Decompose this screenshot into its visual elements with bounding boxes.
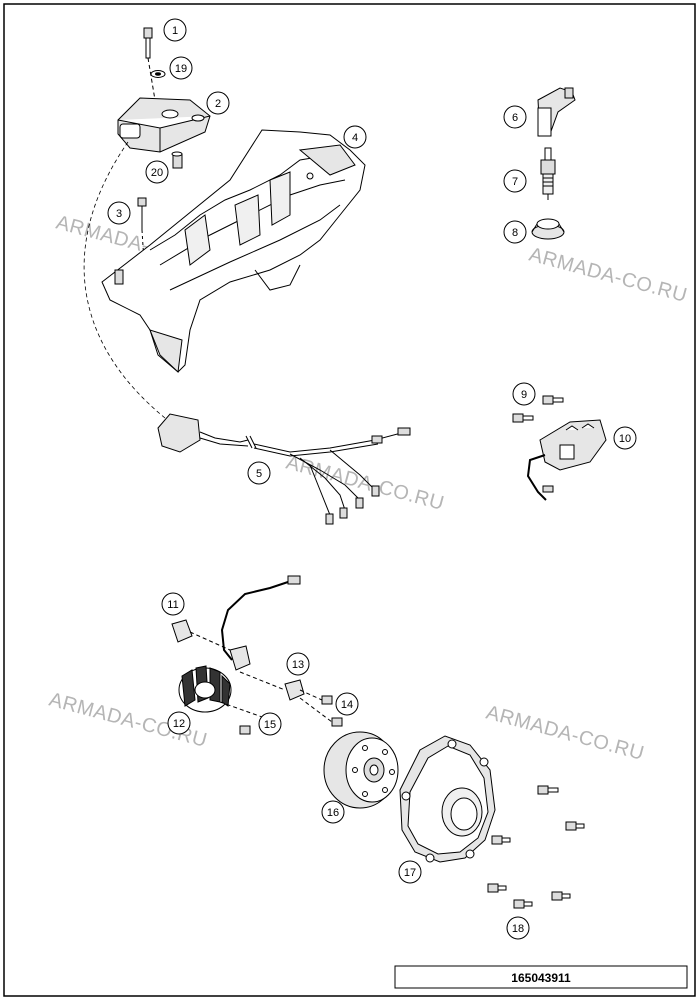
callout-circle: [169, 56, 193, 80]
part-housing-4: [101, 129, 366, 374]
callout-circle: [206, 91, 230, 115]
diagram-border: [3, 3, 696, 997]
part-screws-14: [299, 689, 343, 727]
callout-label: 13: [292, 659, 304, 671]
watermark: ARMADA-CO.RU: [527, 244, 690, 307]
part-wiring-harness-5: [157, 413, 411, 525]
callout-label: 4: [352, 132, 358, 144]
callout-15: 15: [258, 712, 282, 736]
callout-13: 13: [286, 652, 310, 676]
callout-label: 5: [256, 468, 262, 480]
part-code-box: 165043911: [394, 965, 688, 989]
callout-label: 20: [151, 167, 163, 179]
callout-circle: [321, 800, 345, 824]
callout-circle: [145, 160, 169, 184]
callout-circle: [503, 105, 527, 129]
connection-line: [83, 141, 166, 419]
callout-circle: [163, 18, 187, 42]
callout-label: 10: [619, 433, 631, 445]
callout-label: 11: [167, 599, 178, 611]
callout-17: 17: [398, 860, 422, 884]
watermark: ARMADA-CO.RU: [284, 452, 447, 515]
callout-label: 7: [512, 176, 518, 188]
callout-14: 14: [335, 692, 359, 716]
callout-circle: [167, 711, 191, 735]
callout-12: 12: [167, 711, 191, 735]
part-bolt-1: [143, 27, 161, 131]
callout-20: 20: [145, 160, 169, 184]
part-spark-plug-cap-6: [537, 87, 576, 137]
part-ignition-cover-17: [399, 735, 496, 863]
part-stator-cable-11: [171, 575, 301, 671]
callout-circle: [398, 860, 422, 884]
part-cdi-2: [117, 97, 211, 153]
part-stator-12: [178, 665, 266, 719]
callout-label: 16: [327, 807, 339, 819]
part-bushing-20: [171, 151, 183, 169]
callout-label: 6: [512, 112, 518, 124]
callout-19: 19: [169, 56, 193, 80]
callout-circle: [503, 169, 527, 193]
part-seal-8: [531, 218, 565, 240]
callout-4: 4: [343, 125, 367, 149]
callout-circle: [286, 652, 310, 676]
callout-18: 18: [506, 916, 530, 940]
callout-circle: [506, 916, 530, 940]
part-flywheel-16: [323, 731, 399, 809]
callout-circle: [107, 201, 131, 225]
part-bolts-9: [512, 395, 564, 423]
part-code: 165043911: [511, 971, 571, 985]
callout-label: 17: [404, 867, 416, 879]
callout-16: 16: [321, 800, 345, 824]
part-spark-plug-7: [540, 147, 556, 200]
callout-label: 12: [173, 718, 185, 730]
callout-label: 9: [521, 389, 527, 401]
callout-circle: [503, 220, 527, 244]
callout-label: 18: [512, 923, 524, 935]
callout-circle: [258, 712, 282, 736]
callout-circle: [343, 125, 367, 149]
callout-circle: [335, 692, 359, 716]
callout-1: 1: [163, 18, 187, 42]
callout-label: 14: [341, 699, 353, 711]
callout-label: 2: [215, 98, 221, 110]
watermark: ARMADA-CO.RU: [484, 702, 647, 765]
callout-3: 3: [107, 201, 131, 225]
callout-circle: [613, 426, 637, 450]
callout-7: 7: [503, 169, 527, 193]
part-washer-19: [150, 70, 166, 78]
callout-6: 6: [503, 105, 527, 129]
callout-10: 10: [613, 426, 637, 450]
callout-label: 8: [512, 227, 518, 239]
part-cover-screws-18: [487, 785, 585, 909]
callout-label: 3: [116, 208, 122, 220]
callout-circle: [512, 382, 536, 406]
callout-circle: [247, 461, 271, 485]
callout-label: 1: [172, 25, 178, 37]
callout-label: 19: [175, 63, 187, 75]
callout-circle: [161, 592, 185, 616]
callout-label: 15: [264, 719, 276, 731]
callout-2: 2: [206, 91, 230, 115]
callout-8: 8: [503, 220, 527, 244]
part-cable-guide-13: [239, 671, 305, 701]
callout-11: 11: [161, 592, 185, 616]
part-screw-15: [239, 725, 251, 735]
callout-5: 5: [247, 461, 271, 485]
part-ignition-coil-10: [526, 419, 607, 501]
callout-9: 9: [512, 382, 536, 406]
